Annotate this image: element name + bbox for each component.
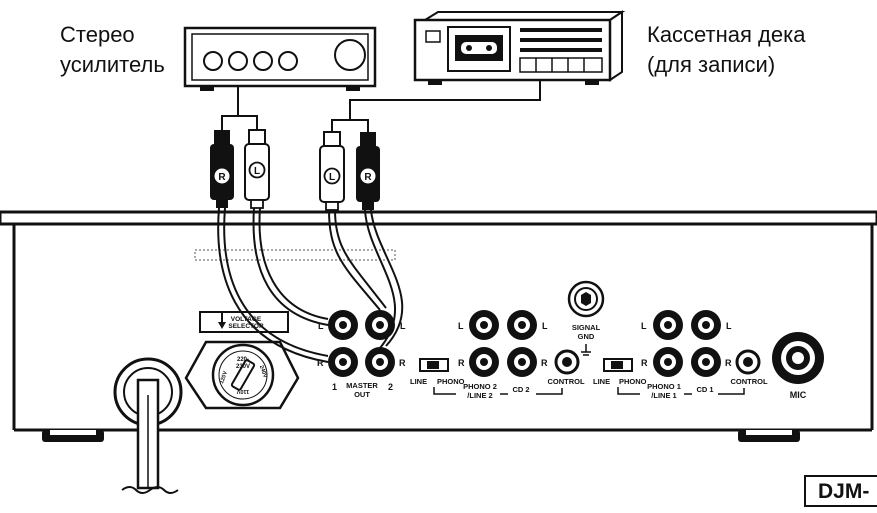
- master-cables: [217, 207, 404, 363]
- phono1-label-1: PHONO 1: [647, 382, 681, 391]
- cd1-l: L: [726, 321, 732, 331]
- master-out-1: 1: [332, 382, 337, 392]
- switch2-line: LINE: [410, 377, 427, 386]
- switch1-phono: PHONO: [619, 377, 647, 386]
- voltage-selector: [184, 311, 300, 410]
- switch1-line: LINE: [593, 377, 610, 386]
- plug-amp-r: [210, 130, 234, 208]
- master-l2: L: [400, 321, 406, 331]
- control1-label: CONTROL: [730, 377, 767, 386]
- mic-jack: [772, 332, 824, 384]
- phono2-label-2: /LINE 2: [467, 391, 492, 400]
- phono1-jacks: [653, 310, 761, 377]
- stereo-amplifier: [183, 26, 377, 91]
- master-out-jacks: [328, 310, 395, 377]
- control2-label: CONTROL: [547, 377, 584, 386]
- deck-label-line2: (для записи): [647, 52, 776, 77]
- p1-l: L: [641, 321, 647, 331]
- voltage-230v: 230V: [236, 364, 250, 370]
- signal-gnd-label-2: GND: [578, 332, 595, 341]
- voltage-selector-label-2: SELECTOR: [228, 323, 264, 330]
- phono2-label-1: PHONO 2: [463, 382, 497, 391]
- master-r1: R: [317, 358, 324, 368]
- switch2-phono: PHONO: [437, 377, 465, 386]
- plug-deck-l-letter: L: [329, 172, 335, 183]
- master-out-label-1: MASTER: [346, 381, 378, 390]
- amplifier-label-line2: усилитель: [60, 52, 165, 77]
- master-out-label-2: OUT: [354, 390, 370, 399]
- voltage-110v: 110V: [236, 388, 249, 394]
- deck-label-line1: Кассетная дека: [647, 22, 806, 47]
- signal-gnd-label-1: SIGNAL: [572, 323, 601, 332]
- master-r2: R: [399, 358, 406, 368]
- power-cord: [113, 357, 183, 494]
- signal-gnd-terminal: [567, 280, 605, 356]
- mic-label: MIC: [790, 390, 807, 400]
- master-l1: L: [318, 321, 324, 331]
- line-phono-switch-2: [419, 358, 449, 372]
- cassette-deck: [413, 10, 626, 85]
- phono2-jacks: [469, 310, 580, 377]
- mixer-rear-panel: [0, 210, 877, 442]
- plug-deck-r-letter: R: [364, 172, 372, 183]
- group-brackets-2: [433, 387, 563, 395]
- voltage-120v: 120V: [219, 370, 229, 384]
- cd1-label: CD 1: [696, 385, 713, 394]
- device-cables: [221, 80, 541, 132]
- plug-amp-l-letter: L: [254, 166, 260, 177]
- plug-deck-l: [319, 131, 345, 211]
- model-badge: DJM-: [804, 475, 877, 507]
- cd2-r: R: [541, 358, 548, 368]
- group-brackets-1: [617, 387, 745, 395]
- p2-l: L: [458, 321, 464, 331]
- line-phono-switch-1: [603, 358, 633, 372]
- master-out-2: 2: [388, 382, 393, 392]
- cd1-r: R: [725, 358, 732, 368]
- p2-r: R: [458, 358, 465, 368]
- phono1-label-2: /LINE 1: [651, 391, 676, 400]
- cd2-label: CD 2: [512, 385, 529, 394]
- amplifier-label-line1: Стерео: [60, 22, 135, 47]
- plug-amp-r-letter: R: [218, 172, 226, 183]
- p1-r: R: [641, 358, 648, 368]
- plug-amp-l: [244, 129, 270, 209]
- plug-deck-r: [356, 132, 380, 210]
- voltage-240v: 240V: [258, 365, 268, 379]
- cd2-l: L: [542, 321, 548, 331]
- voltage-220: 220-: [237, 357, 249, 363]
